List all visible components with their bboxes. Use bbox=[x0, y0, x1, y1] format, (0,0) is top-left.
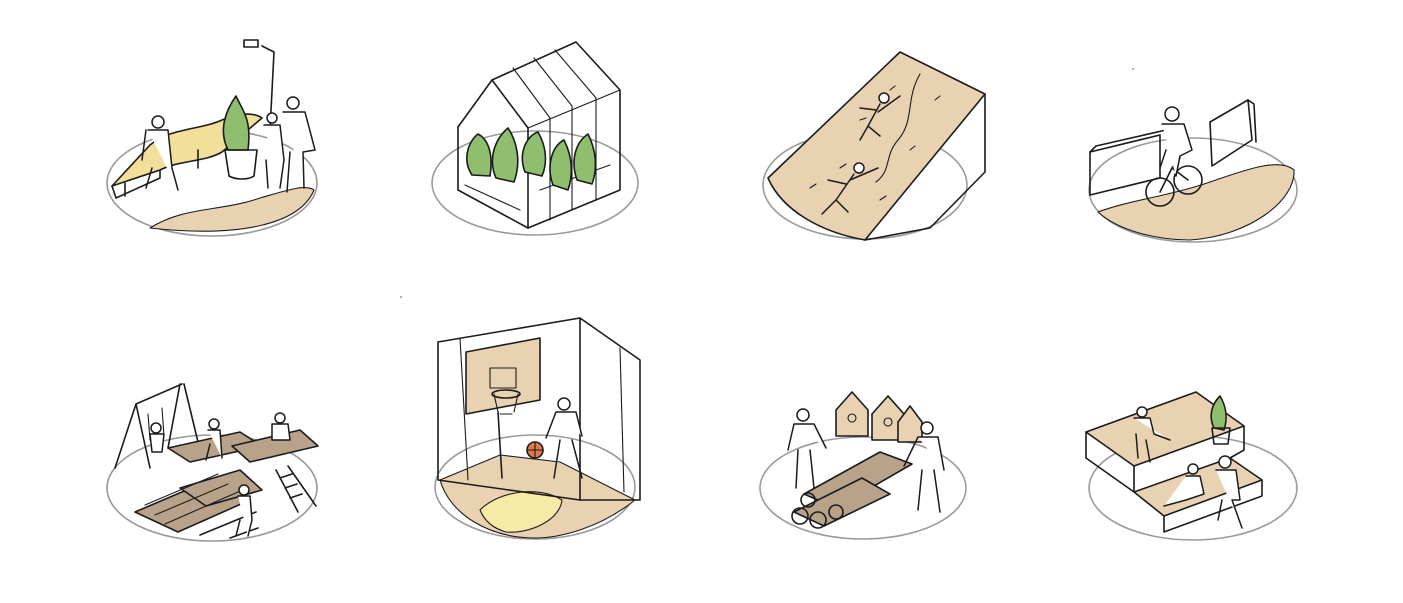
sketch-greenhouse bbox=[431, 41, 639, 236]
sketch-climbing-wall bbox=[762, 51, 986, 241]
pencil-dot bbox=[1132, 68, 1134, 70]
person-icon bbox=[787, 408, 827, 489]
cyclist-icon bbox=[1145, 106, 1203, 207]
person-icon bbox=[1133, 406, 1171, 463]
birdhouse-icon bbox=[835, 391, 869, 437]
sand-path bbox=[149, 187, 315, 232]
basketball-icon bbox=[526, 441, 544, 459]
child-icon bbox=[205, 418, 223, 461]
person-icon bbox=[282, 96, 316, 193]
player-icon bbox=[545, 397, 583, 479]
climber-icon bbox=[859, 92, 901, 141]
person-icon bbox=[1163, 463, 1205, 507]
log-icon bbox=[791, 451, 913, 529]
child-icon bbox=[271, 412, 291, 441]
child-icon bbox=[235, 484, 253, 537]
person-icon bbox=[903, 421, 945, 513]
person-icon bbox=[141, 115, 179, 191]
sand-path bbox=[1097, 164, 1295, 241]
climbing-wall-icon bbox=[767, 51, 986, 241]
greenhouse-icon bbox=[457, 41, 621, 229]
sketch-log-workshop bbox=[759, 391, 967, 540]
plant-icon bbox=[1210, 395, 1231, 445]
planter-icon bbox=[222, 95, 258, 180]
basketball-hoop-icon bbox=[465, 337, 541, 479]
street-lamp-icon bbox=[243, 39, 275, 131]
sketch-bike-path bbox=[1088, 99, 1298, 243]
sketch-seating-plaza bbox=[106, 39, 318, 237]
sketch-basketball-court bbox=[434, 317, 641, 540]
plant-icon bbox=[466, 127, 597, 191]
child-icon bbox=[149, 422, 165, 453]
person-icon bbox=[263, 112, 285, 189]
log-icon bbox=[134, 429, 319, 539]
climber-icon bbox=[821, 162, 879, 215]
person-icon bbox=[1215, 455, 1243, 529]
birdhouse-icon bbox=[871, 395, 905, 441]
court-walls bbox=[437, 317, 641, 501]
sketch-seating-steps bbox=[1085, 391, 1298, 541]
pencil-dot bbox=[400, 296, 402, 298]
ladder-icon bbox=[275, 465, 317, 513]
court-floor bbox=[439, 454, 636, 539]
sketch-log-playground bbox=[106, 383, 319, 542]
